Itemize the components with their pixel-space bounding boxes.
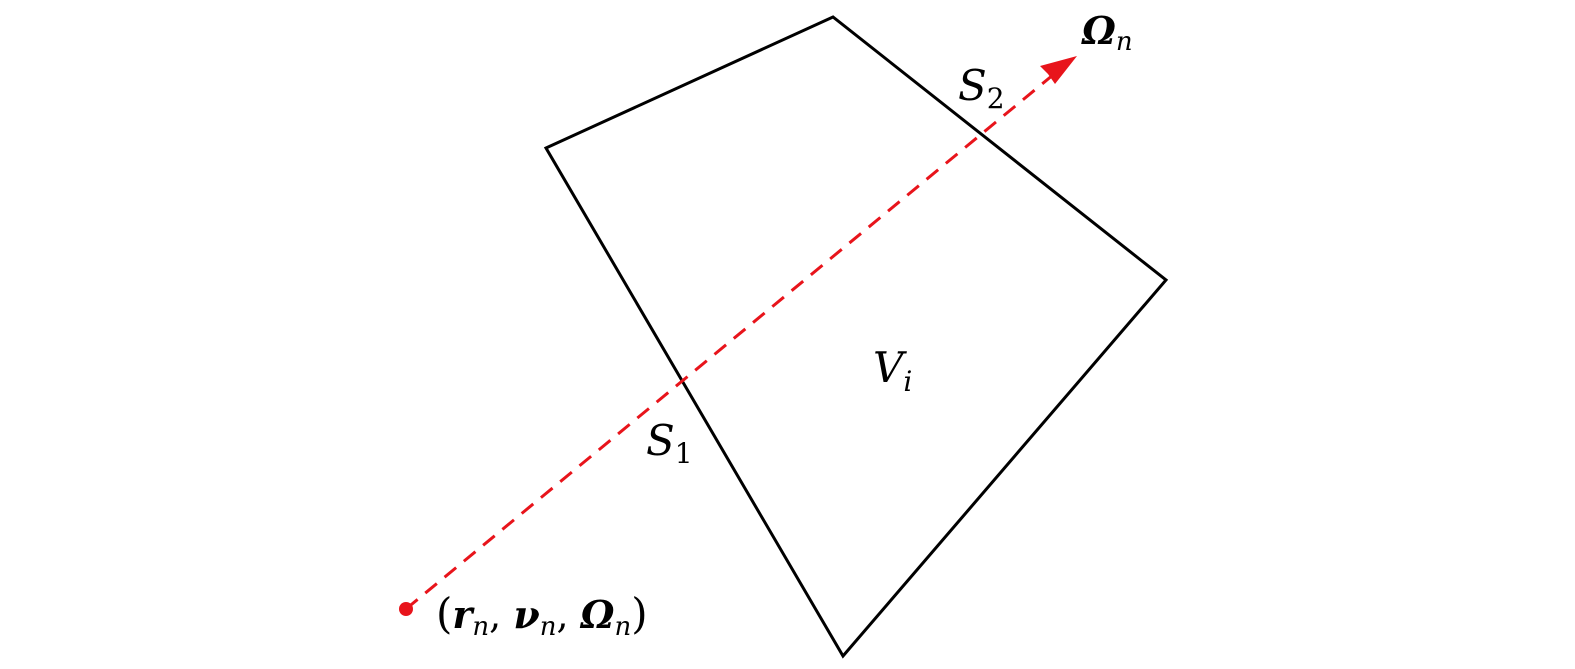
- position-symbol: r: [452, 592, 475, 637]
- energy-symbol: ν: [513, 592, 539, 637]
- surface-exit-symbol: S: [958, 61, 987, 110]
- ray-arrowhead: [1040, 56, 1077, 84]
- direction-symbol: Ω: [1081, 8, 1116, 53]
- paren-open: (: [436, 589, 452, 638]
- volume-polygon: [543, 15, 1169, 659]
- surface-entry-label: S1: [646, 416, 693, 470]
- surface-entry-subscript: 1: [675, 437, 693, 470]
- direction-subscript: n: [1116, 27, 1133, 57]
- direction-symbol-origin: Ω: [580, 592, 615, 637]
- position-subscript: n: [472, 612, 489, 642]
- volume-subscript: i: [903, 365, 912, 398]
- separator-2: ,: [556, 593, 580, 637]
- origin-state-label: (rn, νn, Ωn): [436, 589, 648, 642]
- particle-ray: [405, 68, 1060, 611]
- direction-subscript-origin: n: [614, 612, 631, 642]
- direction-label: Ωn: [1081, 8, 1133, 57]
- energy-subscript: n: [540, 612, 557, 642]
- volume-symbol: V: [873, 343, 907, 392]
- origin-point: [399, 602, 413, 616]
- separator-1: ,: [489, 593, 513, 637]
- surface-exit-subscript: 2: [987, 82, 1005, 115]
- volume-label: Vi: [873, 343, 912, 398]
- surface-exit-label: S2: [958, 61, 1005, 115]
- surface-entry-symbol: S: [646, 416, 675, 465]
- paren-close: ): [631, 589, 647, 638]
